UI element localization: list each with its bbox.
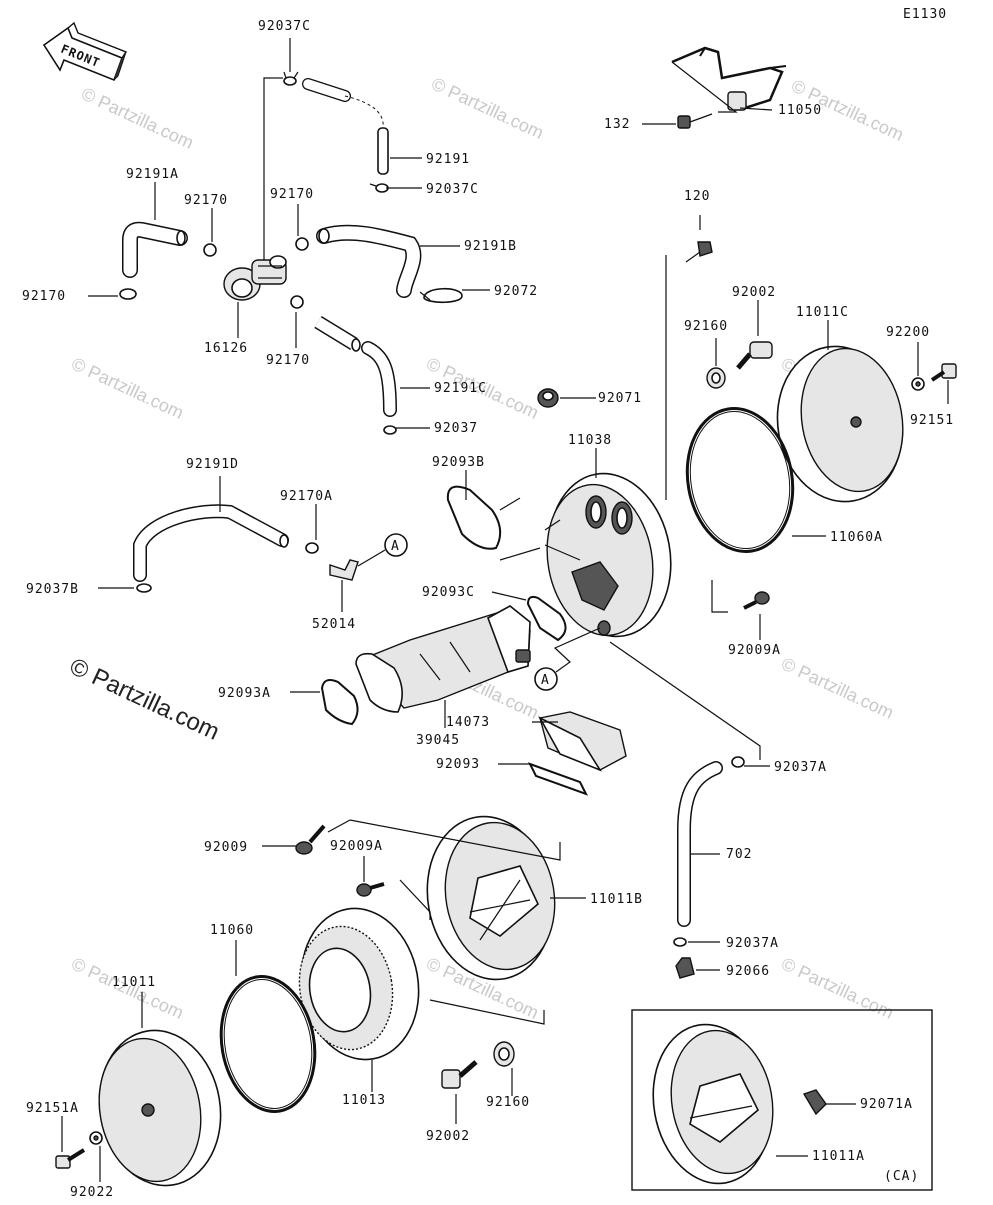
- watermark-main: © Partzilla.com: [65, 653, 223, 746]
- callout-92093B: 92093B: [432, 455, 485, 470]
- grommet-92071: [537, 388, 559, 408]
- callout-11011: 11011: [112, 975, 156, 990]
- callout-92191C: 92191C: [434, 381, 487, 396]
- callout-92093A: 92093A: [218, 686, 271, 701]
- callout-11060A: 11060A: [830, 530, 883, 545]
- svg-text:A: A: [391, 539, 400, 554]
- svg-text:© Partzilla.com: © Partzilla.com: [778, 953, 896, 1022]
- callout-92151: 92151: [910, 413, 954, 428]
- callout-11011C: 11011C: [796, 305, 849, 320]
- base-plate-11038: [544, 472, 672, 638]
- callout-92071A: 92071A: [860, 1097, 913, 1112]
- callout-92093C: 92093C: [422, 585, 475, 600]
- svg-text:© Partzilla.com: © Partzilla.com: [68, 353, 186, 422]
- callout-92002-bottom: 92002: [426, 1129, 470, 1144]
- svg-text:A: A: [541, 673, 550, 688]
- callout-92191: 92191: [426, 152, 470, 167]
- callout-92037C-mid: 92037C: [426, 182, 479, 197]
- callout-11050: 11050: [778, 103, 822, 118]
- callout-92037A-bot: 92037A: [726, 936, 779, 951]
- hose-assembly-top: [119, 71, 463, 435]
- callout-92037B: 92037B: [26, 582, 79, 597]
- callout-92093: 92093: [436, 757, 480, 772]
- bolt-120: [685, 241, 713, 263]
- callout-92160-bottom: 92160: [486, 1095, 530, 1110]
- callout-132: 132: [604, 117, 630, 132]
- callout-92022: 92022: [70, 1185, 114, 1200]
- callout-11038: 11038: [568, 433, 612, 448]
- callout-92009A-right: 92009A: [728, 643, 781, 658]
- spacer-92160-top: [706, 367, 726, 389]
- callout-39045: 39045: [416, 733, 460, 748]
- callout-92200: 92200: [886, 325, 930, 340]
- bolt-92002-top: [736, 341, 773, 370]
- callout-92170-c: 92170: [266, 353, 310, 368]
- duct-14073: [538, 711, 627, 772]
- bolt-92009A-mid: [356, 882, 385, 897]
- callout-11011A: 11011A: [812, 1149, 865, 1164]
- diagram-code: E1130: [903, 7, 947, 22]
- callout-92037A-top: 92037A: [774, 760, 827, 775]
- callout-92072: 92072: [494, 284, 538, 299]
- svg-text:© Partzilla.com: © Partzilla.com: [778, 653, 896, 722]
- housing-11011B: [426, 815, 556, 981]
- clamp-92037C-top: [283, 71, 299, 86]
- spacer-92160-bottom: [493, 1041, 515, 1067]
- callout-92037: 92037: [434, 421, 478, 436]
- inset-label: (CA): [884, 1169, 919, 1184]
- callout-92066: 92066: [726, 964, 770, 979]
- valve-16126: [223, 255, 287, 301]
- front-arrow: FRONT: [42, 21, 128, 82]
- svg-text:© Partzilla.com: © Partzilla.com: [428, 73, 546, 142]
- cover-11011C: [776, 345, 904, 503]
- bracket-11050: [671, 46, 787, 129]
- callout-120: 120: [684, 189, 710, 204]
- callout-92170-left: 92170: [22, 289, 66, 304]
- callout-14073: 14073: [446, 715, 490, 730]
- inset-ca: (CA): [631, 1009, 933, 1191]
- callout-702: 702: [726, 847, 752, 862]
- callout-92009: 92009: [204, 840, 248, 855]
- callout-11011B: 11011B: [590, 892, 643, 907]
- callout-92191A: 92191A: [126, 167, 179, 182]
- callout-92170A: 92170A: [280, 489, 333, 504]
- filter-11013: [298, 907, 420, 1061]
- leader-lines: [61, 38, 949, 1182]
- callout-92009A-mid: 92009A: [330, 839, 383, 854]
- hose-92191D: A: [133, 504, 408, 593]
- callout-92151A: 92151A: [26, 1101, 79, 1116]
- callout-92170-b: 92170: [270, 187, 314, 202]
- bolt-92009A-right: [743, 591, 770, 610]
- callout-92191D: 92191D: [186, 457, 239, 472]
- callout-11060: 11060: [210, 923, 254, 938]
- bolt-92002-bottom: [441, 1060, 478, 1089]
- callout-92002-top: 92002: [732, 285, 776, 300]
- callout-92191B: 92191B: [464, 239, 517, 254]
- callout-16126: 16126: [204, 341, 248, 356]
- callout-92037C-top: 92037C: [258, 19, 311, 34]
- callout-92160-top: 92160: [684, 319, 728, 334]
- housing-39045: [355, 605, 531, 713]
- callout-labels: 92037C 92191 92037C 92191A 92170 92170 9…: [22, 19, 954, 1200]
- svg-text:© Partzilla.com: © Partzilla.com: [78, 83, 196, 152]
- bolt-92009: [295, 824, 326, 855]
- callout-92071: 92071: [598, 391, 642, 406]
- callout-52014: 52014: [312, 617, 356, 632]
- callout-92170-a: 92170: [184, 193, 228, 208]
- callout-11013: 11013: [342, 1093, 386, 1108]
- cover-11011: [98, 1029, 222, 1187]
